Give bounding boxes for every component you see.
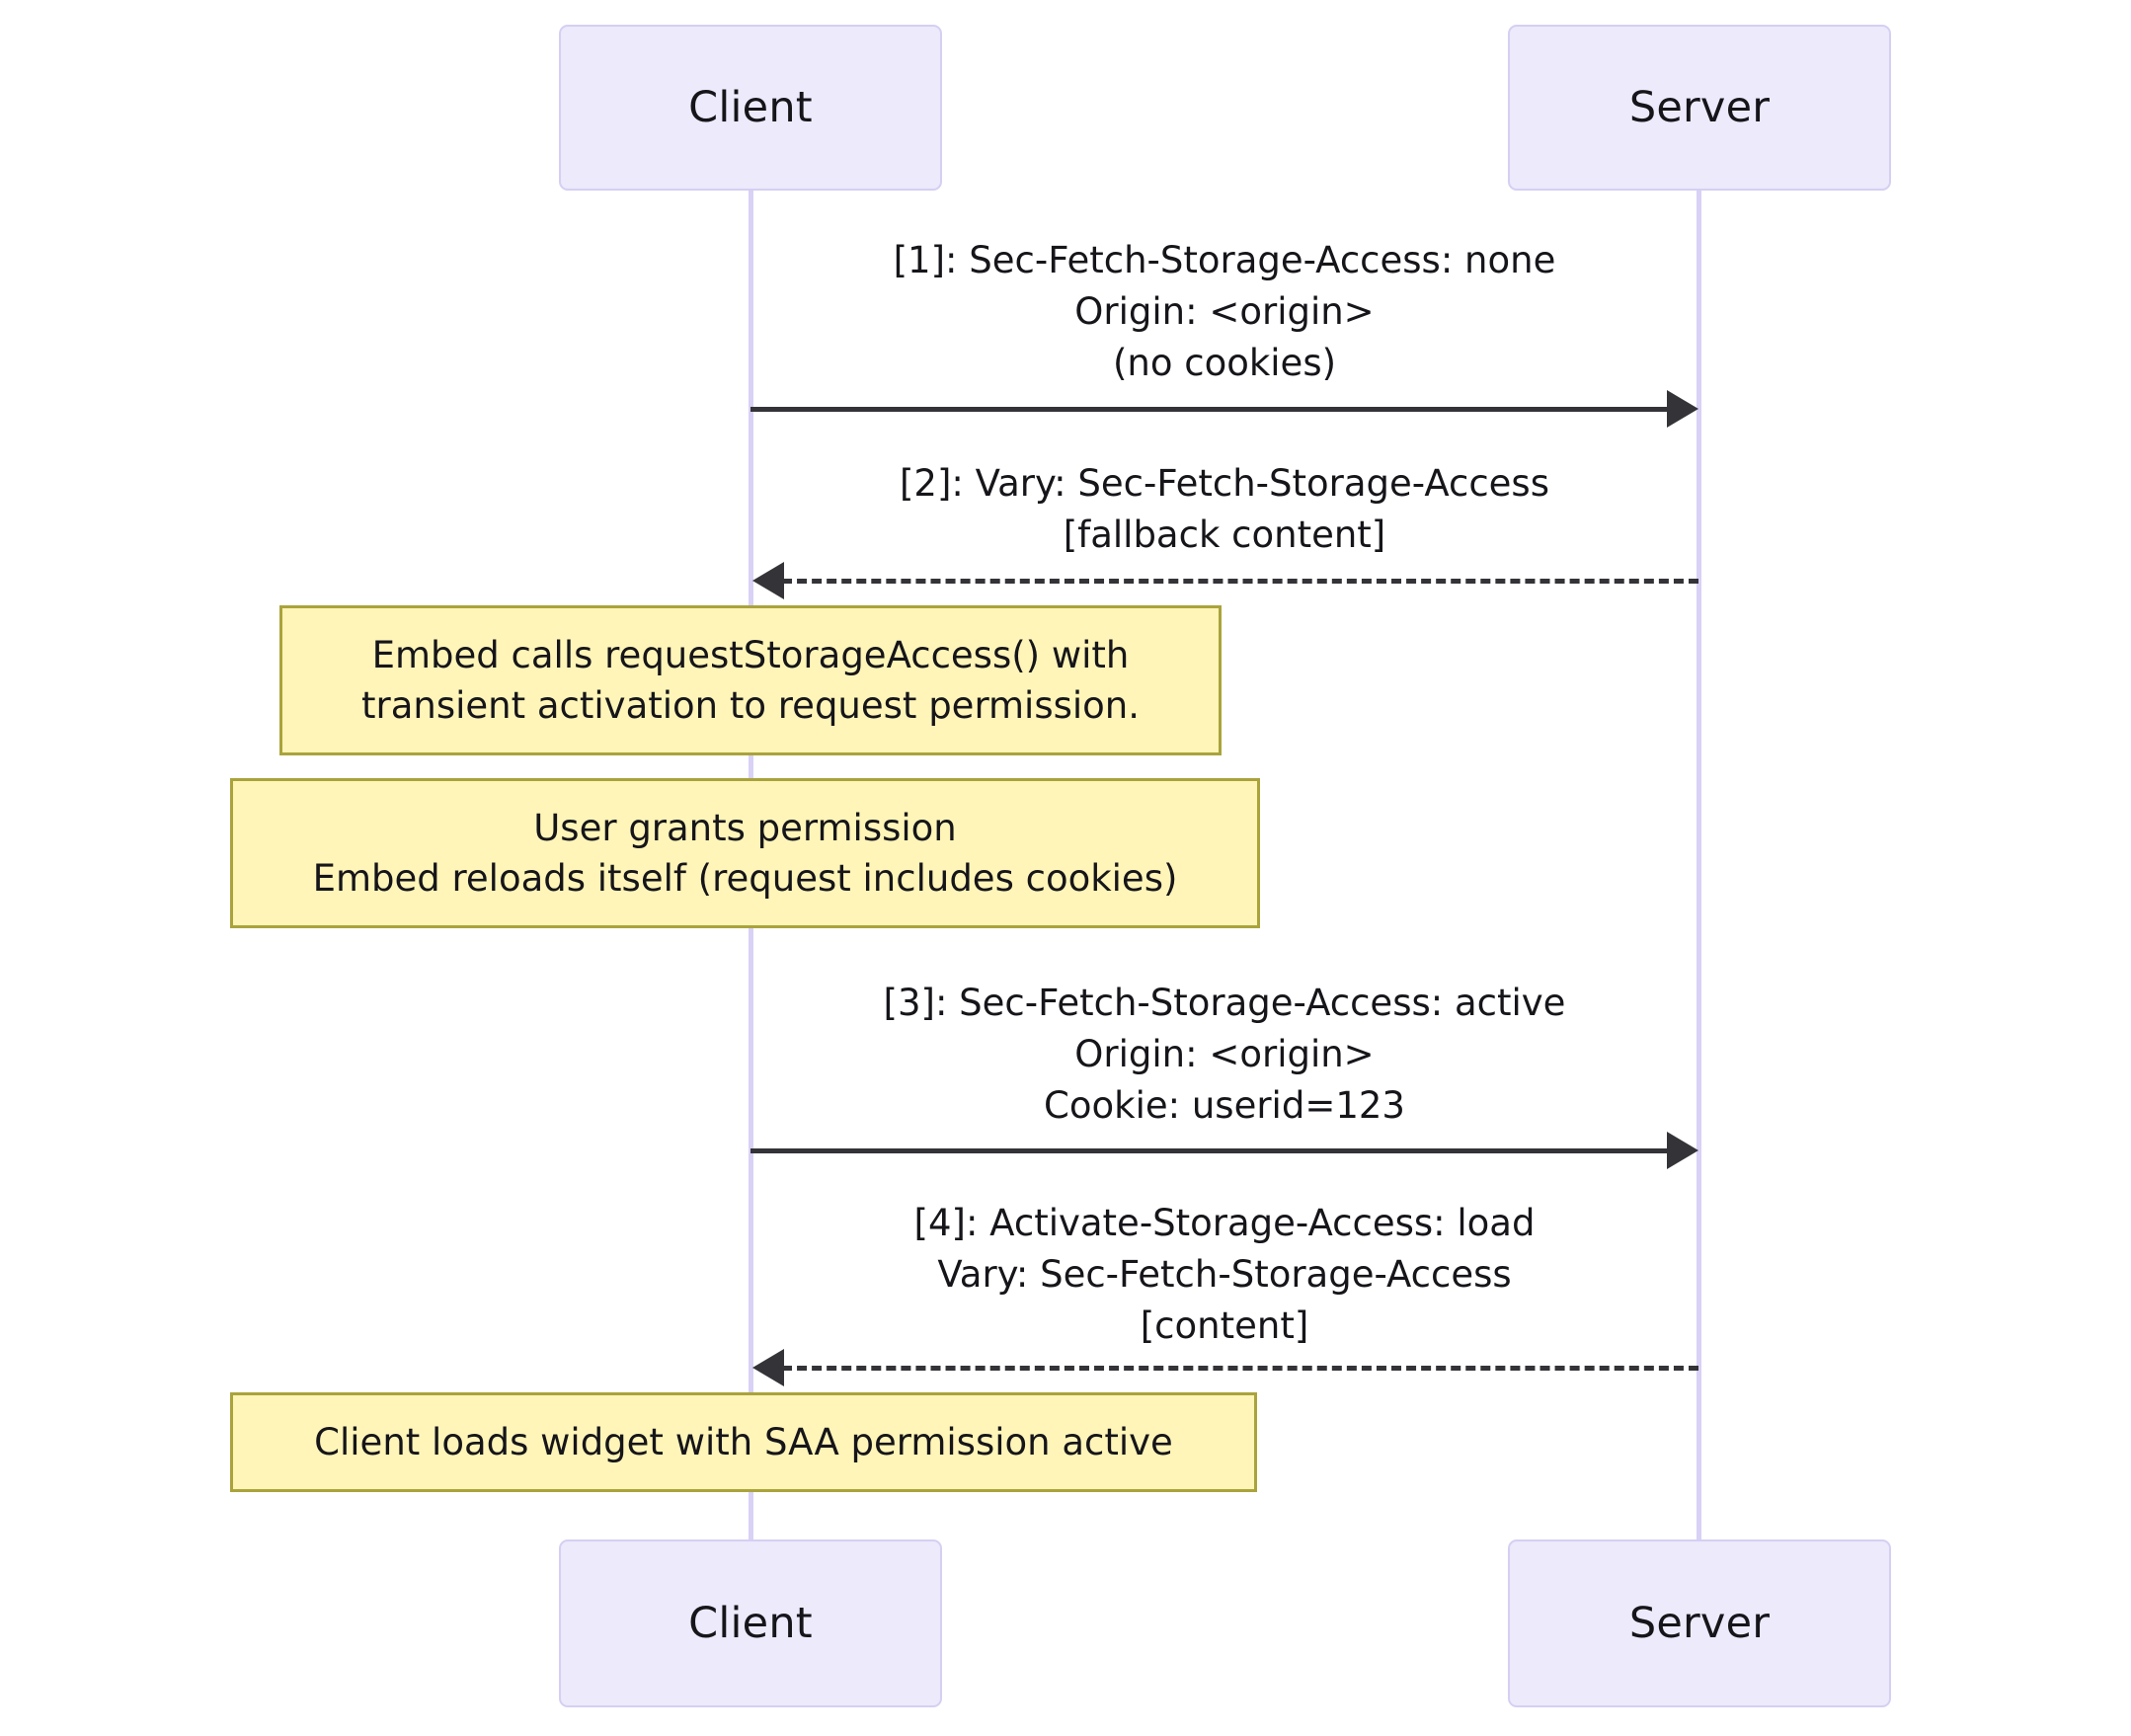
actor-server-top-label: Server [1628,83,1771,132]
actor-client-top-label: Client [688,83,813,132]
actor-client-top[interactable]: Client [559,25,942,191]
note-request-storage-access-text: Embed calls requestStorageAccess() with … [360,634,1141,727]
message-2-text: [2]: Vary: Sec-Fetch-Storage-Access [fal… [900,462,1549,556]
actor-client-bottom-label: Client [688,1599,813,1648]
message-3-arrowhead [1667,1132,1698,1169]
message-4-line [782,1366,1698,1371]
note-user-grants-permission: User grants permission Embed reloads its… [230,778,1260,928]
message-1-arrowhead [1667,390,1698,428]
message-3-text: [3]: Sec-Fetch-Storage-Access: active Or… [883,982,1566,1127]
lifeline-server [1697,191,1701,1541]
message-1-line [750,407,1671,412]
message-4-arrowhead [752,1349,784,1386]
message-1-text: [1]: Sec-Fetch-Storage-Access: none Orig… [893,239,1556,384]
actor-client-bottom[interactable]: Client [559,1539,942,1707]
message-4-text: [4]: Activate-Storage-Access: load Vary:… [913,1202,1536,1347]
actor-server-bottom[interactable]: Server [1508,1539,1891,1707]
message-2-arrowhead [752,562,784,599]
note-request-storage-access: Embed calls requestStorageAccess() with … [279,605,1222,755]
note-client-loads-widget: Client loads widget with SAA permission … [230,1392,1257,1492]
actor-server-bottom-label: Server [1628,1599,1771,1648]
note-user-grants-permission-text: User grants permission Embed reloads its… [312,807,1178,900]
actor-server-top[interactable]: Server [1508,25,1891,191]
message-2-line [782,579,1698,584]
message-3-line [750,1148,1671,1153]
note-client-loads-widget-text: Client loads widget with SAA permission … [314,1421,1173,1463]
